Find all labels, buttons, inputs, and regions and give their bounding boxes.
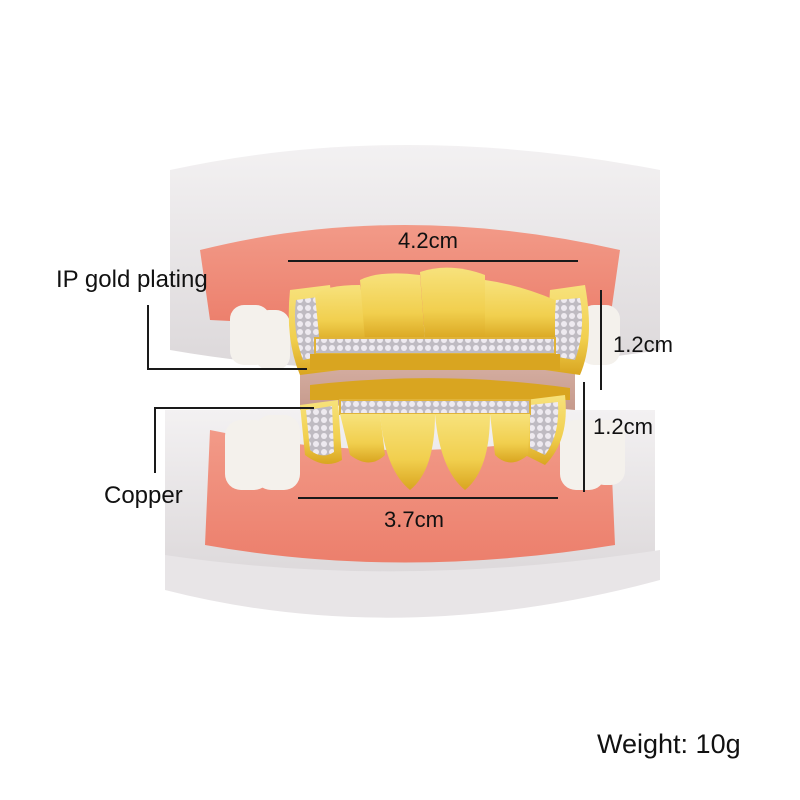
gold-plating-leader-horizontal	[147, 368, 307, 370]
copper-leader-horizontal	[154, 407, 314, 409]
bottom-height-label: 1.2cm	[593, 414, 653, 439]
material-bottom-label: Copper	[104, 482, 183, 509]
bottom-width-line	[298, 497, 558, 499]
top-grill	[288, 267, 589, 375]
material-top-label: IP gold plating	[56, 266, 208, 293]
bottom-height-line	[583, 382, 585, 492]
bottom-width-label: 3.7cm	[384, 507, 444, 532]
upper-natural-teeth	[230, 305, 620, 370]
gold-plating-leader-vertical	[147, 305, 149, 370]
bottom-grill	[300, 378, 570, 490]
copper-leader-vertical	[154, 407, 156, 473]
top-height-line	[600, 290, 602, 390]
top-height-label: 1.2cm	[613, 332, 673, 357]
lower-natural-teeth	[225, 415, 625, 490]
top-width-label: 4.2cm	[398, 228, 458, 253]
top-width-line	[288, 260, 578, 262]
weight-label: Weight: 10g	[597, 729, 741, 759]
